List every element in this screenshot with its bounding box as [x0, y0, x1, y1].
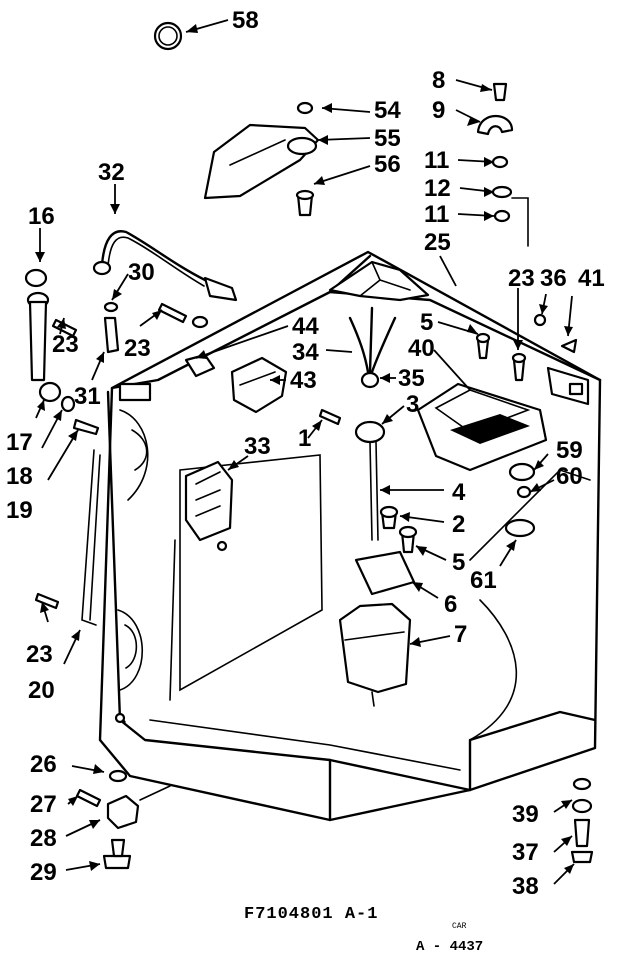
callout-17: 17 — [6, 429, 33, 456]
figure-code: F7104801 A-1 — [244, 905, 378, 924]
callout-36: 36 — [540, 265, 567, 292]
lid-switch — [533, 313, 590, 406]
leveling-foot-left — [75, 769, 171, 870]
screws-right — [475, 332, 527, 382]
callout-38: 38 — [512, 873, 539, 900]
callout-11-upper: 11 — [424, 147, 449, 174]
figure-sheet-number: A - 4437 — [416, 939, 483, 955]
callout-56: 56 — [374, 151, 401, 178]
control-housing-40 — [416, 382, 548, 472]
callout-23-mid: 23 — [124, 335, 151, 362]
pump-motor-stack — [318, 408, 418, 707]
callout-7: 7 — [454, 621, 467, 648]
latch-stack — [476, 82, 529, 247]
callout-9: 9 — [432, 97, 445, 124]
callout-40: 40 — [408, 335, 435, 362]
callout-3: 3 — [406, 391, 419, 418]
callout-59: 59 — [556, 437, 583, 464]
callout-58: 58 — [232, 7, 259, 34]
valve-parts — [504, 462, 536, 538]
callout-30: 30 — [128, 259, 155, 286]
callout-44: 44 — [292, 313, 319, 340]
corner-bracket — [328, 260, 430, 302]
callout-39: 39 — [512, 801, 539, 828]
callout-29: 29 — [30, 859, 57, 886]
callout-19: 19 — [6, 497, 33, 524]
callout-23-left: 23 — [52, 331, 79, 358]
callout-12: 12 — [424, 175, 451, 202]
drain-hose-assembly — [24, 268, 101, 626]
callout-20: 20 — [28, 677, 55, 704]
plug-58 — [153, 21, 183, 51]
screws-left — [34, 301, 209, 610]
callout-5-lower: 5 — [452, 549, 465, 576]
callout-31: 31 — [74, 383, 101, 410]
fill-hose-32 — [92, 230, 238, 302]
callout-33: 33 — [244, 433, 271, 460]
callout-5-upper: 5 — [420, 309, 433, 336]
electrical-box-33 — [184, 460, 234, 552]
callout-28: 28 — [30, 825, 57, 852]
leader-lines — [35, 19, 575, 885]
wire-harness-34 — [348, 306, 397, 389]
callout-8: 8 — [432, 67, 445, 94]
callout-1: 1 — [298, 425, 311, 452]
callout-4: 4 — [452, 479, 466, 506]
callout-26: 26 — [30, 751, 57, 778]
callout-41: 41 — [578, 265, 605, 292]
figure-small-text: CAR — [452, 922, 467, 931]
leveling-foot-right — [570, 777, 594, 864]
motor-mount-bracket — [118, 353, 288, 414]
callout-25: 25 — [424, 229, 451, 256]
callout-61: 61 — [470, 567, 497, 594]
callout-23-bottom: 23 — [26, 641, 53, 668]
callout-18: 18 — [6, 463, 33, 490]
callout-11-lower: 11 — [424, 201, 449, 228]
callout-2: 2 — [452, 511, 465, 538]
callout-54: 54 — [374, 97, 401, 124]
callout-37: 37 — [512, 839, 539, 866]
callout-34: 34 — [292, 339, 319, 366]
callout-60: 60 — [556, 463, 583, 490]
callout-labels: 58 8 9 54 55 56 11 12 11 32 25 16 30 23 … — [6, 7, 605, 900]
callout-32: 32 — [98, 159, 125, 186]
hinge-bracket — [203, 101, 320, 217]
callout-43: 43 — [290, 367, 317, 394]
callout-35: 35 — [398, 365, 425, 392]
callout-6: 6 — [444, 591, 457, 618]
callout-27: 27 — [30, 791, 57, 818]
callout-55: 55 — [374, 125, 401, 152]
callout-16: 16 — [28, 203, 55, 230]
callout-23-right-top: 23 — [508, 265, 535, 292]
